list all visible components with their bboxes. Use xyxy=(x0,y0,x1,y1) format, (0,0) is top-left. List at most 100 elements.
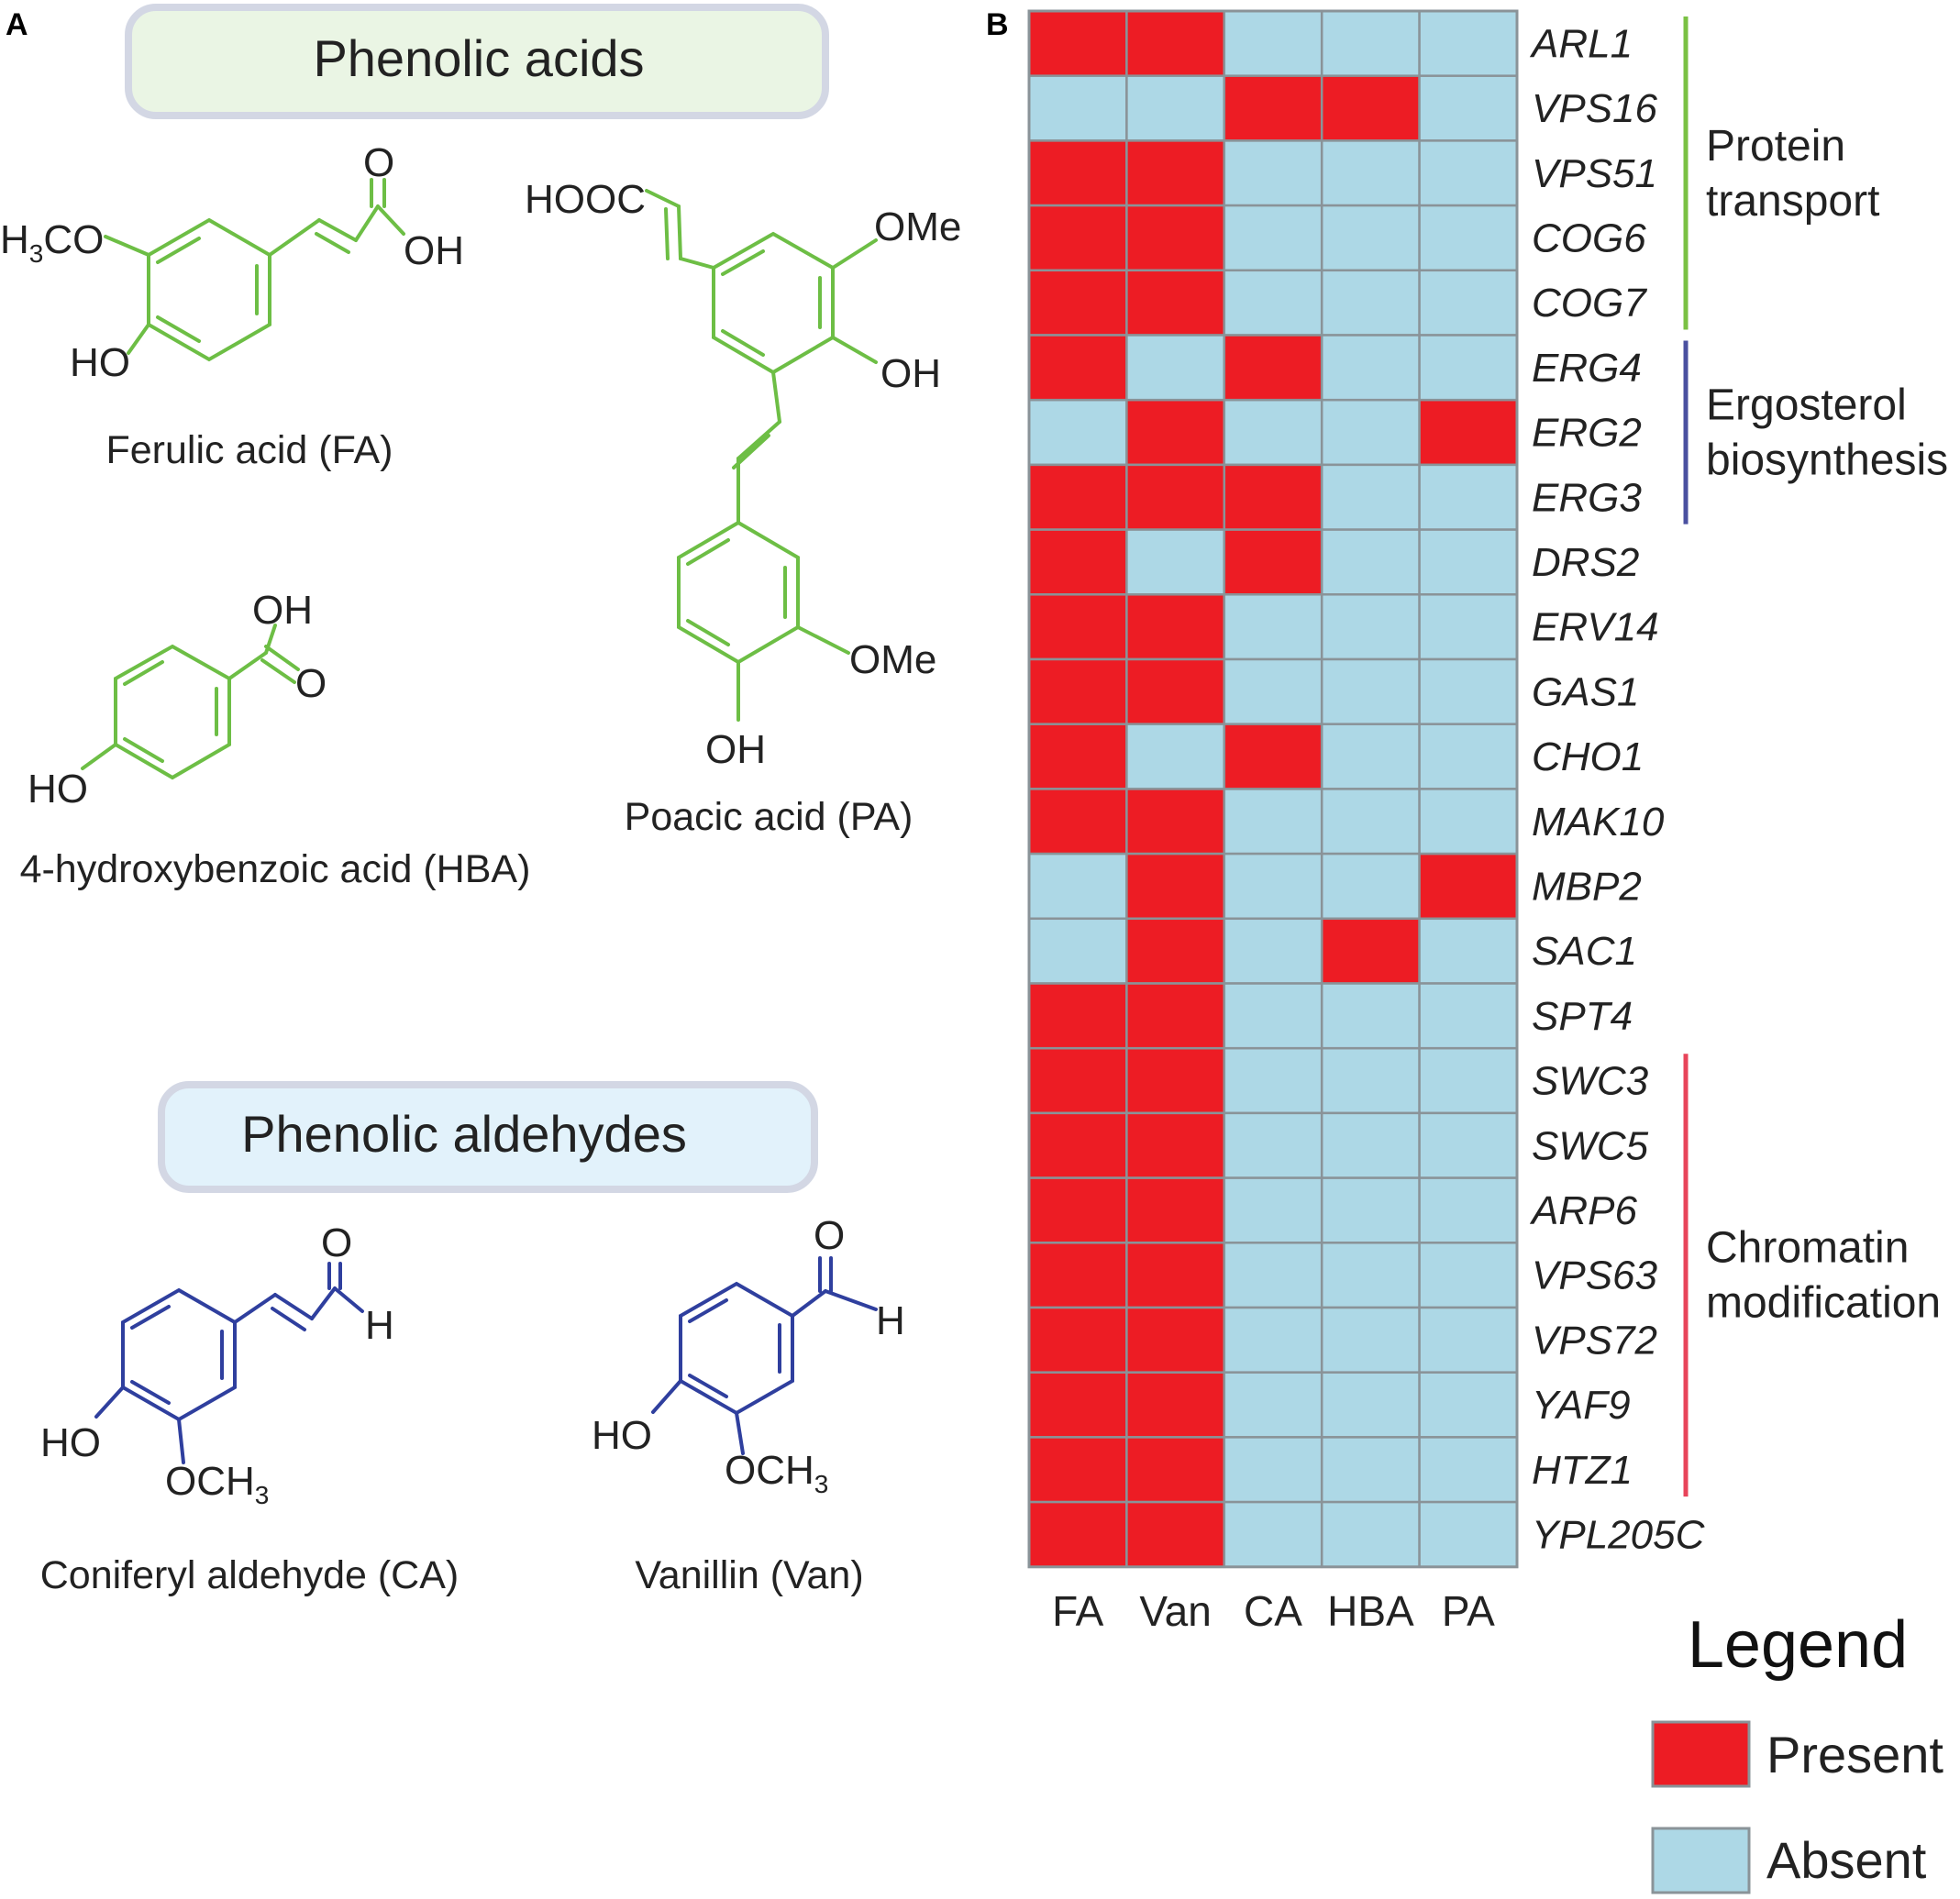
heatmap-cell-vps51-pa xyxy=(1418,139,1519,207)
heatmap-cell-cog7-ca xyxy=(1223,269,1323,337)
heatmap-cell-erg3-hba xyxy=(1320,463,1421,531)
row-label-erg4: ERG4 xyxy=(1532,346,1642,391)
heatmap-cell-mbp2-fa xyxy=(1027,852,1128,921)
row-label-swc5: SWC5 xyxy=(1532,1123,1649,1168)
fa-atom-ho: HO xyxy=(70,340,130,385)
heatmap-cell-vps51-van xyxy=(1125,139,1226,207)
heatmap-groups: ProteintransportErgosterolbiosynthesisCh… xyxy=(1683,17,1948,1497)
heatmap-cell-erg3-pa xyxy=(1418,463,1519,531)
col-label-ca: CA xyxy=(1244,1587,1302,1635)
heatmap-cell-sac1-van xyxy=(1125,917,1226,985)
heatmap-cell-spt4-ca xyxy=(1223,982,1323,1050)
heatmap-cell-erg3-van xyxy=(1125,463,1226,531)
heatmap-cell-arl1-van xyxy=(1125,9,1226,77)
heatmap-cell-vps72-pa xyxy=(1418,1306,1519,1374)
heatmap-cell-swc3-ca xyxy=(1223,1046,1323,1115)
heatmap-cell-cho1-van xyxy=(1125,723,1226,790)
heatmap-cell-cog6-van xyxy=(1125,204,1226,272)
legend-label-absent: Absent xyxy=(1766,1831,1927,1889)
acids-heading-box xyxy=(125,4,829,119)
panel-b-letter: B xyxy=(986,7,1009,42)
heatmap-cell-drs2-fa xyxy=(1027,528,1128,596)
heatmap-cell-cho1-hba xyxy=(1320,723,1421,790)
van-atom-och3-3: 3 xyxy=(814,1470,829,1498)
heatmap-cell-swc3-fa xyxy=(1027,1046,1128,1115)
heatmap-cell-yaf9-pa xyxy=(1418,1371,1519,1439)
poacic-acid-name: Poacic acid (PA) xyxy=(625,795,914,839)
heatmap-cell-erg2-fa xyxy=(1027,398,1128,467)
heatmap-cell-vps16-fa xyxy=(1027,74,1128,142)
col-label-fa: FA xyxy=(1052,1587,1104,1635)
row-label-sac1: SAC1 xyxy=(1532,929,1637,974)
heatmap-cell-arp6-pa xyxy=(1418,1176,1519,1244)
heatmap-cell-vps51-hba xyxy=(1320,139,1421,207)
heatmap-cell-htz1-van xyxy=(1125,1436,1226,1504)
poacic-acid-structure: HOOC OMe OH OMe OH xyxy=(525,177,961,772)
legend: Legend Present Absent xyxy=(1651,1608,1943,1894)
heatmap-cell-ypl205c-pa xyxy=(1418,1500,1519,1569)
panel-a-letter: A xyxy=(6,7,28,42)
van-atom-ho: HO xyxy=(592,1413,652,1458)
heatmap-cell-mak10-pa xyxy=(1418,788,1519,856)
group-label-protein-transport-1: transport xyxy=(1706,177,1879,226)
acids-heading: Phenolic acids xyxy=(313,29,644,87)
heatmap-cell-arp6-hba xyxy=(1320,1176,1421,1244)
heatmap-cell-cho1-ca xyxy=(1223,723,1323,790)
row-label-ypl205c: YPL205C xyxy=(1532,1512,1706,1557)
row-label-drs2: DRS2 xyxy=(1532,540,1639,585)
heatmap-cell-erg4-hba xyxy=(1320,334,1421,402)
heatmap-cell-vps51-ca xyxy=(1223,139,1323,207)
heatmap-cell-erg3-ca xyxy=(1223,463,1323,531)
row-label-cog6: COG6 xyxy=(1532,215,1646,260)
fa-atom-o: O xyxy=(363,140,394,185)
van-atom-och3-och: OCH xyxy=(725,1448,814,1493)
ca-atom-o: O xyxy=(321,1220,352,1265)
fa-atom-h3co: H3CO xyxy=(0,217,104,268)
ferulic-acid-structure: O OH H3CO HO xyxy=(0,140,464,385)
heatmap-cell-erg2-hba xyxy=(1320,398,1421,467)
heatmap-cell-mbp2-ca xyxy=(1223,852,1323,921)
hba-name: 4-hydroxybenzoic acid (HBA) xyxy=(20,847,531,891)
heatmap-cell-vps72-ca xyxy=(1223,1306,1323,1374)
heatmap-cell-sac1-fa xyxy=(1027,917,1128,985)
heatmap-cell-swc3-van xyxy=(1125,1046,1226,1115)
coniferyl-aldehyde-name: Coniferyl aldehyde (CA) xyxy=(40,1553,459,1597)
heatmap-cell-drs2-van xyxy=(1125,528,1226,596)
row-label-spt4: SPT4 xyxy=(1532,994,1633,1039)
heatmap-cell-mak10-ca xyxy=(1223,788,1323,856)
fa-atom-h3co-3: 3 xyxy=(29,239,44,268)
row-label-cog7: COG7 xyxy=(1532,281,1647,326)
heatmap-cell-arl1-fa xyxy=(1027,9,1128,77)
heatmap-row-labels: ARL1VPS16VPS51COG6COG7ERG4ERG2ERG3DRS2ER… xyxy=(1529,21,1706,1557)
ca-atom-och3: OCH3 xyxy=(165,1459,269,1509)
heatmap-cell-vps63-hba xyxy=(1320,1242,1421,1309)
heatmap-cell-erg2-van xyxy=(1125,398,1226,467)
coniferyl-aldehyde-structure: O H HO OCH3 xyxy=(40,1220,394,1509)
heatmap-cell-arp6-fa xyxy=(1027,1176,1128,1244)
panel-b: B ARL1VPS16VPS51COG6COG7ERG4ERG2ERG3DRS2… xyxy=(986,7,1948,1894)
heatmap-cell-mak10-hba xyxy=(1320,788,1421,856)
heatmap-cell-erv14-hba xyxy=(1320,593,1421,661)
fa-atom-oh: OH xyxy=(404,228,464,273)
heatmap-cell-cog7-fa xyxy=(1027,269,1128,337)
heatmap-cell-gas1-fa xyxy=(1027,657,1128,725)
ca-atom-h: H xyxy=(365,1303,394,1348)
ca-atom-och3-3: 3 xyxy=(255,1481,270,1509)
legend-swatch-absent xyxy=(1651,1827,1751,1894)
heatmap-cell-swc5-pa xyxy=(1418,1111,1519,1179)
heatmap-cell-sac1-hba xyxy=(1320,917,1421,985)
ca-atom-ho: HO xyxy=(40,1420,101,1465)
heatmap-cell-erv14-fa xyxy=(1027,593,1128,661)
heatmap-cell-arl1-ca xyxy=(1223,9,1323,77)
heatmap-cell-cho1-fa xyxy=(1027,723,1128,790)
heatmap-cell-cog6-hba xyxy=(1320,204,1421,272)
heatmap-cell-gas1-van xyxy=(1125,657,1226,725)
heatmap-cell-vps16-ca xyxy=(1223,74,1323,142)
heatmap-cell-yaf9-ca xyxy=(1223,1371,1323,1439)
vanillin-name: Vanillin (Van) xyxy=(635,1553,863,1597)
heatmap-cell-arl1-pa xyxy=(1418,9,1519,77)
heatmap-cell-cog7-hba xyxy=(1320,269,1421,337)
row-label-erv14: ERV14 xyxy=(1532,605,1659,650)
heatmap-cell-vps72-van xyxy=(1125,1306,1226,1374)
